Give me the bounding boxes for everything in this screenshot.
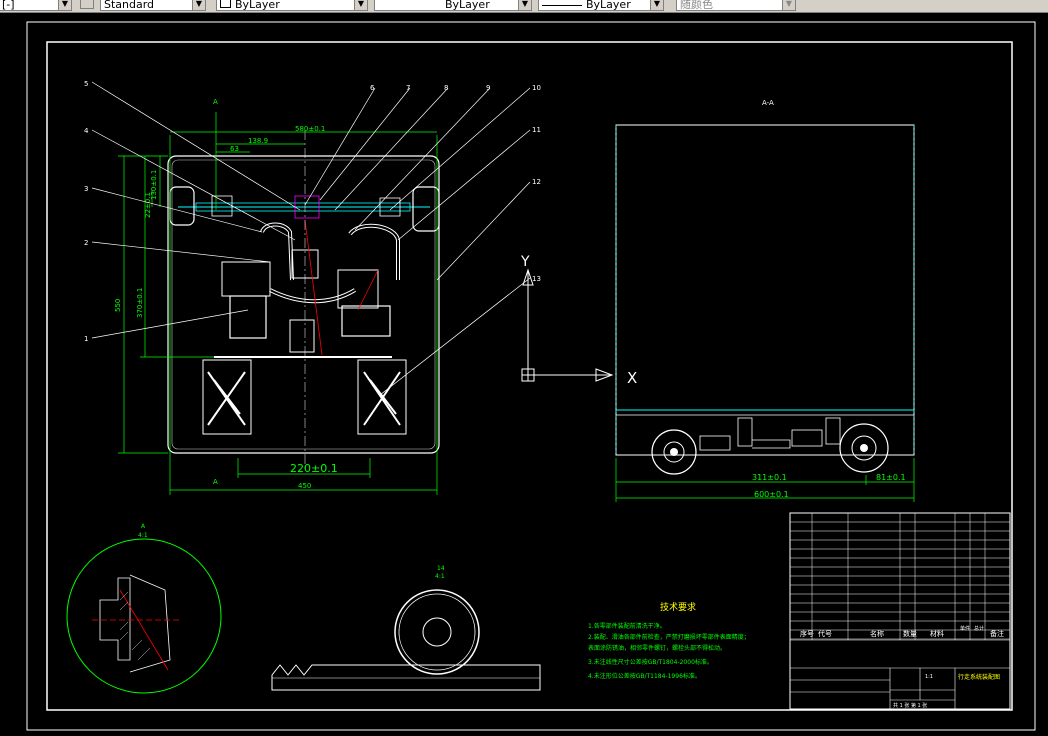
callout-9: 9: [486, 84, 490, 92]
sheet-inner-border: [46, 41, 1013, 711]
th-seq: 序号: [800, 629, 814, 638]
notes-line-2: 2.装配、滑油各部件前检查，严禁打磨损坏零部件表面精度；: [588, 633, 750, 641]
plan-view: 580±0.1 138.9 63 220±0.1 450 550 370±0.1…: [84, 80, 541, 495]
dim-bottom-inner: 220±0.1: [290, 462, 338, 475]
detail-14: 14 4:1: [271, 565, 541, 691]
callout-13: 13: [532, 275, 541, 283]
color-swatch-icon: [220, 0, 231, 8]
detail-a: A 4:1: [66, 523, 222, 694]
callout-2: 2: [84, 239, 88, 247]
notes-line-1: 1.各零部件装配前清洗干净。: [588, 622, 666, 630]
th-qty: 数量: [903, 629, 917, 638]
callout-4: 4: [84, 127, 89, 135]
detail-14-track: [271, 664, 541, 691]
callout-5: 5: [84, 80, 88, 88]
detail-14-label: 14: [437, 565, 445, 572]
notes-line-4: 3.未注线性尺寸公差按GB/T1804-2000标准。: [588, 658, 713, 666]
dim-left-outer: 550: [114, 299, 122, 312]
drawing-canvas[interactable]: 580±0.1 138.9 63 220±0.1 450 550 370±0.1…: [0, 13, 1048, 736]
th-material: 材料: [930, 629, 944, 638]
chassis-outline: [167, 155, 440, 454]
th-total: 总计: [974, 625, 984, 632]
caster-left: [202, 359, 252, 435]
section-marker-bottom: A: [213, 478, 218, 486]
section-dim-left: 311±0.1: [752, 473, 787, 482]
plotstyle-value: 随颜色: [680, 0, 713, 11]
th-code: 代号: [818, 629, 832, 638]
wheel-left: [169, 186, 195, 226]
callout-6: 6: [370, 84, 375, 92]
dim-top-overall: 580±0.1: [295, 125, 325, 133]
caster-right: [357, 359, 407, 435]
chevron-down-icon[interactable]: ▼: [650, 0, 663, 10]
callout-7: 7: [406, 84, 410, 92]
lineweight-sample-icon: [542, 4, 582, 6]
notes-line-5: 4.未注形位公差按GB/T1184-1996标准。: [588, 672, 701, 680]
th-remark: 备注: [990, 629, 1004, 638]
sheet-count: 共 1 张 第 1 张: [893, 702, 927, 709]
ucs-x-label: X: [627, 369, 637, 387]
linetype-combo[interactable]: ByLayer ▼: [374, 0, 532, 11]
wheel-right: [412, 186, 440, 232]
chevron-down-icon[interactable]: ▼: [518, 0, 531, 10]
chevron-down-icon[interactable]: ▼: [192, 0, 205, 10]
section-dim-overall: 600±0.1: [754, 490, 789, 499]
chevron-down-icon[interactable]: ▼: [354, 0, 367, 10]
lineweight-value: ByLayer: [586, 0, 631, 11]
notes-title: 技术要求: [660, 601, 696, 613]
callout-8: 8: [444, 84, 448, 92]
text-style-combo[interactable]: Standard ▼: [100, 0, 206, 11]
section-view-title: A-A: [762, 99, 774, 107]
dim-bottom-overall: 450: [298, 482, 311, 490]
chevron-down-icon[interactable]: ▼: [782, 0, 795, 10]
title-block: 序号 代号 名称 数量 材料 单件 总计 备注 行走系统装配图 1:1 共 1 …: [789, 512, 1011, 710]
detail-a-circle: [66, 538, 222, 694]
motor-left: [229, 295, 267, 339]
callout-10: 10: [532, 84, 541, 92]
lineweight-combo[interactable]: ByLayer ▼: [538, 0, 664, 11]
dim-top-inner: 138.9: [248, 137, 268, 145]
section-wheel-left: [651, 429, 697, 475]
dim-left-upper: 130±0.1: [150, 170, 158, 200]
callout-1: 1: [84, 335, 88, 343]
detail-a-scale: 4:1: [138, 532, 148, 539]
detail-14-scale: 4:1: [435, 573, 445, 580]
chevron-down-icon[interactable]: ▼: [58, 0, 71, 10]
section-enclosure: [615, 124, 915, 456]
properties-toolbar: [-] ▼ Standard ▼ ByLayer ▼ ByLayer ▼ ByLayer…: [0, 0, 1048, 13]
callout-12: 12: [532, 178, 541, 186]
callout-3: 3: [84, 185, 88, 193]
linetype-value: ByLayer: [445, 0, 490, 11]
dim-top-small: 63: [230, 145, 239, 153]
ucs-y-label: Y: [520, 254, 530, 270]
sheet-outer-border: [26, 21, 1036, 731]
callout-11: 11: [532, 126, 541, 134]
text-style-icon[interactable]: [80, 0, 94, 9]
dim-left-inner: 370±0.1: [136, 288, 144, 318]
dim-left-small: 22±0.1: [144, 192, 152, 218]
section-dim-right: 81±0.1: [876, 473, 906, 482]
callout-leaders: [91, 81, 531, 396]
layer-state-value: [-]: [2, 0, 15, 11]
section-wheel-right: [839, 423, 889, 473]
color-value: ByLayer: [235, 0, 280, 11]
technical-notes: 技术要求 1.各零部件装配前清洗干净。 2.装配、滑油各部件前检查，严禁打磨损坏…: [588, 601, 750, 680]
drawing-title: 行走系统装配图: [958, 673, 1000, 681]
drawing-scale: 1:1: [925, 674, 933, 680]
plotstyle-combo[interactable]: 随颜色 ▼: [676, 0, 796, 11]
section-marker-top: A: [213, 98, 218, 106]
section-view: A-A 311±0.1 81±0.1 600±0.1: [615, 99, 915, 502]
color-combo[interactable]: ByLayer ▼: [216, 0, 368, 11]
notes-line-3: 表面涂防锈油，相邻零件螺钉，螺栓头部不得松动。: [588, 644, 726, 652]
ucs-icon: [521, 268, 614, 382]
th-unit: 单件: [960, 625, 970, 632]
th-name: 名称: [870, 629, 884, 638]
motor-right: [341, 305, 391, 337]
detail-a-label: A: [141, 523, 146, 530]
text-style-value: Standard: [104, 0, 155, 11]
layer-state-combo[interactable]: [-] ▼: [0, 0, 72, 11]
